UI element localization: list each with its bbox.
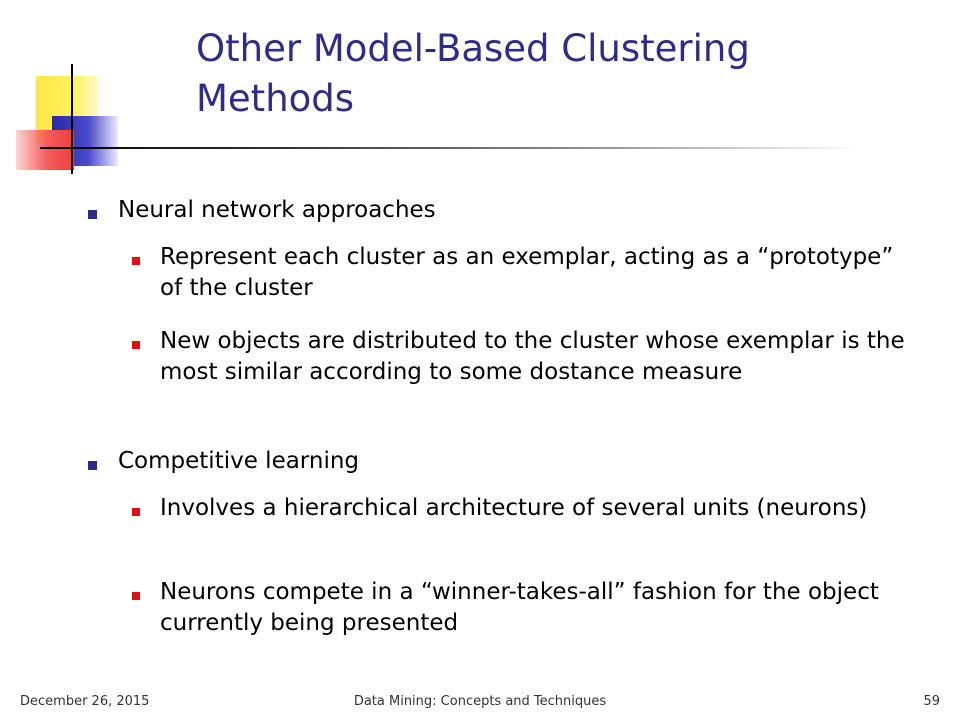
sub-bullet-square-icon (132, 508, 140, 516)
title-underline-rule (40, 147, 860, 149)
footer-date: December 26, 2015 (20, 694, 150, 709)
sub-bullet-item: Neurons compete in a “winner-takes-all” … (160, 579, 879, 636)
bullet-square-icon (88, 461, 97, 470)
vertical-rule (71, 64, 73, 174)
sub-bullet-item: Involves a hierarchical architecture of … (160, 495, 868, 521)
sub-bullet-square-icon (132, 592, 140, 600)
footer-title: Data Mining: Concepts and Techniques (353, 694, 607, 709)
sub-bullet-square-icon (132, 257, 140, 265)
bullet-item: Neural network approaches (118, 197, 436, 223)
bullet-square-icon (88, 210, 97, 219)
slide-title: Other Model-Based Clustering Methods (196, 27, 750, 120)
page-number: 59 (923, 694, 940, 709)
bullet-item: Competitive learning (118, 448, 360, 474)
sub-bullet-item: Represent each cluster as an exemplar, a… (160, 244, 894, 301)
red-square-decoration (16, 130, 74, 170)
sub-bullet-square-icon (132, 341, 140, 349)
sub-bullet-item: New objects are distributed to the clust… (160, 328, 905, 385)
